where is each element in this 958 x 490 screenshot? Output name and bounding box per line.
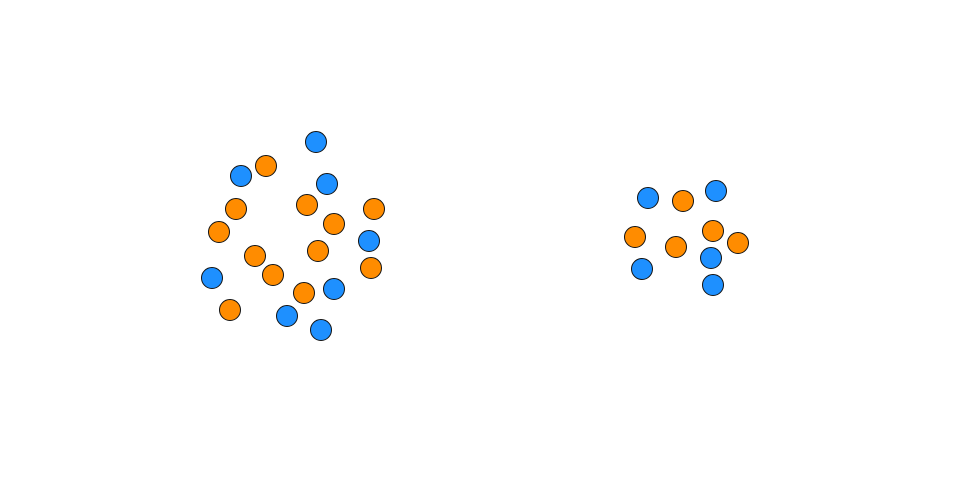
- orange-dot: [225, 198, 247, 220]
- orange-dot: [219, 299, 241, 321]
- orange-dot: [255, 155, 277, 177]
- blue-dot: [276, 305, 298, 327]
- orange-dot: [293, 282, 315, 304]
- orange-dot: [244, 245, 266, 267]
- right-cluster: [624, 180, 749, 296]
- blue-dot: [702, 274, 724, 296]
- orange-dot: [360, 257, 382, 279]
- blue-dot: [201, 267, 223, 289]
- orange-dot: [665, 236, 687, 258]
- blue-dot: [316, 173, 338, 195]
- blue-dot: [700, 247, 722, 269]
- orange-dot: [323, 213, 345, 235]
- orange-dot: [307, 240, 329, 262]
- blue-dot: [637, 187, 659, 209]
- left-cluster: [201, 131, 385, 341]
- orange-dot: [208, 221, 230, 243]
- blue-dot: [310, 319, 332, 341]
- blue-dot: [323, 278, 345, 300]
- orange-dot: [363, 198, 385, 220]
- orange-dot: [262, 264, 284, 286]
- orange-dot: [624, 226, 646, 248]
- blue-dot: [358, 230, 380, 252]
- blue-dot: [305, 131, 327, 153]
- blue-dot: [230, 165, 252, 187]
- blue-dot: [631, 258, 653, 280]
- blue-dot: [705, 180, 727, 202]
- orange-dot: [727, 232, 749, 254]
- orange-dot: [296, 194, 318, 216]
- orange-dot: [702, 220, 724, 242]
- orange-dot: [672, 190, 694, 212]
